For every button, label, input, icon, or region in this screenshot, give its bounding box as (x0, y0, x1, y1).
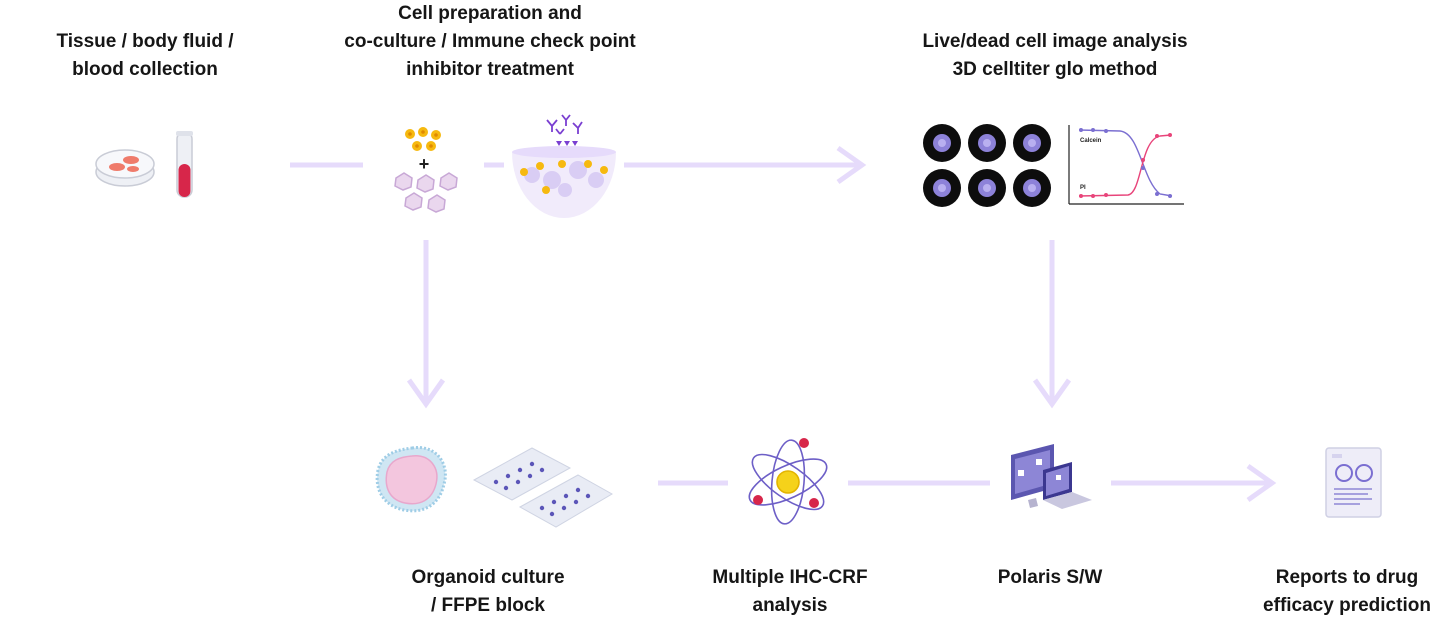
organoid-label: Organoid culture / FFPE block (411, 567, 565, 616)
plus-icon: + (419, 154, 430, 174)
arrowhead-right-icon (1246, 463, 1277, 503)
arrowhead-right-icon (836, 145, 867, 185)
immune-cells-icon (405, 127, 441, 151)
atom-icon (748, 438, 828, 525)
sigmoid-graph-icon: Calcein PI (1068, 125, 1184, 205)
ffpe-slides-icon (472, 447, 614, 528)
preparation-label: Cell preparation and co-culture / Immune… (344, 3, 636, 80)
report-document-icon (1325, 447, 1382, 518)
ihc-label: Multiple IHC-CRF analysis (712, 567, 868, 616)
arrowhead-down-icon (406, 378, 446, 409)
calcein-curve (1078, 129, 1173, 197)
arrowhead-down-icon (1032, 378, 1072, 409)
pi-label: PI (1080, 185, 1086, 191)
pi-curve (1078, 134, 1172, 197)
tumor-cells-icon (394, 172, 458, 213)
arrowheads-down-small-icon (556, 141, 578, 146)
calcein-label: Calcein (1080, 138, 1102, 144)
live-dead-wells-icon (923, 124, 1051, 207)
collection-label: Tissue / body fluid / blood collection (56, 31, 234, 80)
connectors (290, 145, 1277, 503)
antibody-icon (546, 114, 583, 135)
reports-label: Reports to drug efficacy prediction (1263, 567, 1431, 616)
coculture-bowl-icon (512, 146, 616, 218)
polaris-label: Polaris S/W (997, 567, 1103, 588)
blood-tube-icon (176, 131, 193, 198)
polaris-computer-icon (1011, 444, 1092, 509)
petri-dish-icon (95, 149, 155, 187)
organoid-icon (375, 446, 447, 513)
analysis-label: Live/dead cell image analysis 3D celltit… (922, 31, 1188, 80)
